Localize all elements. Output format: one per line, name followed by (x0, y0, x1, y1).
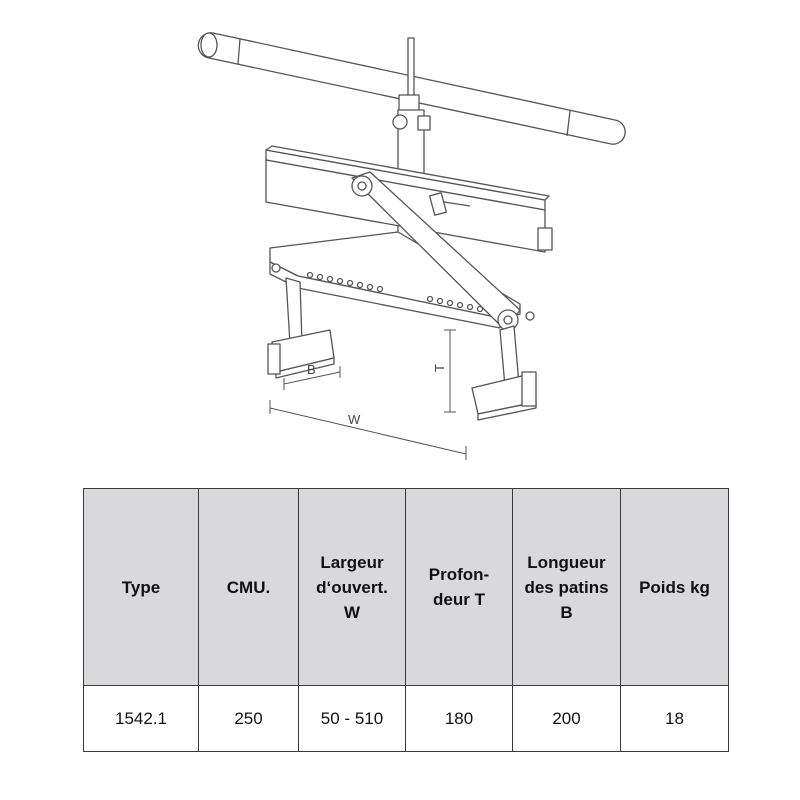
dimension-w-label: W (348, 412, 361, 427)
knob (428, 192, 471, 216)
header-pad-length: Longueur des patins B (512, 488, 621, 686)
header-depth: Profon- deur T (405, 488, 513, 686)
header-weight: Poids kg (620, 488, 729, 686)
dimension-t (444, 329, 456, 413)
cell-depth: 180 (405, 685, 513, 752)
dimension-b-label: B (307, 362, 316, 377)
cell-weight: 18 (620, 685, 729, 752)
dimension-w (269, 400, 467, 460)
table-row: 1542.1 250 50 - 510 180 200 18 (83, 685, 729, 752)
dimension-t-label: T (432, 364, 447, 372)
lifting-clamp-drawing: B W T (197, 32, 626, 460)
cell-cmu: 250 (198, 685, 299, 752)
left-jaw (267, 277, 335, 379)
header-cmu: CMU. (198, 488, 299, 686)
main-beam (269, 231, 535, 329)
specification-table: Type CMU. Largeur d‘ouvert. W Profon- de… (83, 488, 729, 752)
cell-opening-width: 50 - 510 (298, 685, 406, 752)
header-type: Type (83, 488, 199, 686)
scissor-arm (351, 171, 521, 331)
cell-pad-length: 200 (512, 685, 621, 752)
header-opening-width: Largeur d‘ouvert. W (298, 488, 406, 686)
dimension-b (283, 366, 341, 390)
cell-type: 1542.1 (83, 685, 199, 752)
right-jaw (471, 325, 537, 421)
table-header-row: Type CMU. Largeur d‘ouvert. W Profon- de… (83, 488, 729, 686)
vertical-rod (398, 37, 420, 112)
